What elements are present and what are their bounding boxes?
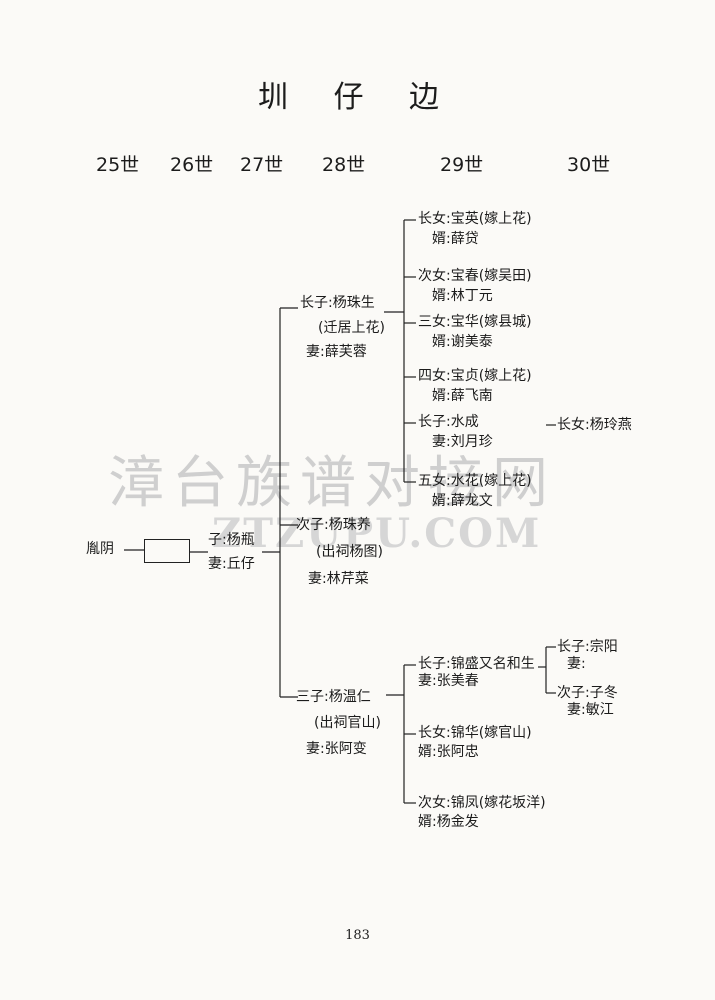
g27-son: 子:杨瓶: [208, 532, 255, 548]
branch2-wife: 妻:林芹菜: [308, 571, 369, 587]
b3-child-3: 次女:锦凤(嫁花坂洋): [418, 795, 546, 811]
b1-grandchild: 长女:杨玲燕: [557, 417, 632, 433]
page-title: 圳 仔 边: [257, 80, 458, 115]
generation-30: 30世: [567, 154, 611, 176]
branch1-note: (迁居上花): [318, 320, 385, 336]
b3-child-1: 长子:锦盛又名和生: [418, 656, 535, 672]
watermark-cn: 漳台族谱对接网: [108, 451, 556, 516]
branch3-wife: 妻:张阿变: [306, 741, 367, 757]
b3-grandchild-1: 长子:宗阳: [557, 639, 618, 655]
b3-grandchild-2: 次子:子冬: [557, 685, 618, 701]
empty-generation-box: [144, 539, 190, 563]
b1-child-1: 长女:宝英(嫁上花): [418, 211, 532, 227]
generation-28: 28世: [322, 154, 366, 176]
b1-child-4-spouse: 婿:薛飞南: [432, 388, 493, 404]
branch3-name: 三子:杨温仁: [296, 689, 371, 705]
b1-child-2: 次女:宝春(嫁吴田): [418, 268, 532, 284]
generation-25: 25世: [96, 154, 140, 176]
branch3-note: (出祠官山): [314, 715, 381, 731]
b3-child-3-spouse: 婿:杨金发: [418, 814, 479, 830]
b1-child-4: 四女:宝贞(嫁上花): [418, 368, 532, 384]
generation-27: 27世: [240, 154, 284, 176]
b1-child-3: 三女:宝华(嫁县城): [418, 314, 532, 330]
g25-name: 胤阴: [86, 541, 114, 557]
b1-child-1-spouse: 婿:薛贷: [432, 231, 479, 247]
page-number: 183: [345, 928, 370, 943]
generation-29: 29世: [440, 154, 484, 176]
g27-wife: 妻:丘仔: [208, 556, 255, 572]
b3-child-1-spouse: 妻:张美春: [418, 673, 479, 689]
b3-child-2-spouse: 婿:张阿忠: [418, 744, 479, 760]
b1-child-3-spouse: 婿:谢美泰: [432, 334, 493, 350]
b1-child-2-spouse: 婿:林丁元: [432, 288, 493, 304]
watermark-en: ZTZUPU.COM: [212, 510, 542, 557]
b3-grandchild-2-spouse: 妻:敏江: [567, 702, 614, 718]
b1-child-5: 长子:水成: [418, 414, 479, 430]
b3-grandchild-1-spouse: 妻:: [567, 656, 586, 672]
b3-child-2: 长女:锦华(嫁官山): [418, 725, 532, 741]
b1-child-6: 五女:水花(嫁上花): [418, 473, 532, 489]
branch1-name: 长子:杨珠生: [300, 295, 375, 311]
b1-child-6-spouse: 婿:薛龙文: [432, 493, 493, 509]
b1-child-5-spouse: 妻:刘月珍: [432, 434, 493, 450]
branch2-note: (出祠杨图): [316, 544, 383, 560]
branch2-name: 次子:杨珠养: [296, 517, 371, 533]
generation-26: 26世: [170, 154, 214, 176]
branch1-wife: 妻:薛芙蓉: [306, 344, 367, 360]
